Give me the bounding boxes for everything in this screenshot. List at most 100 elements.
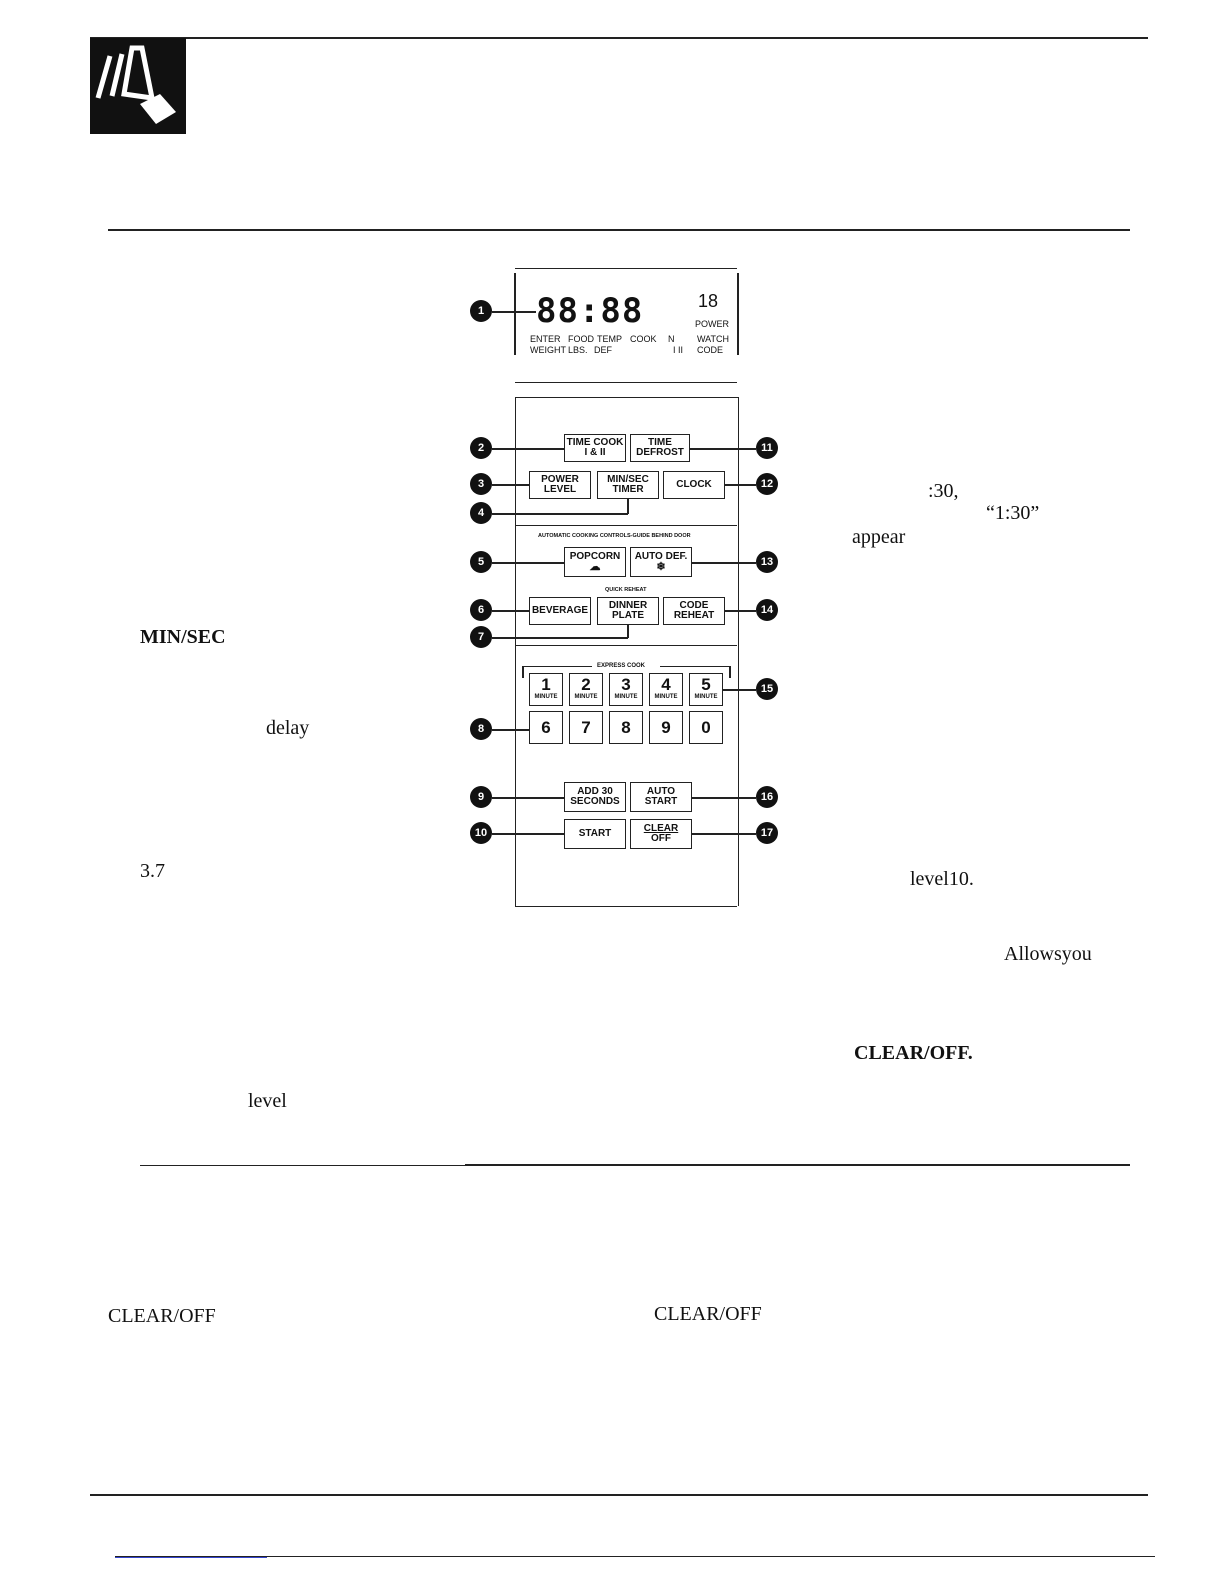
callout-2-leader <box>492 448 564 450</box>
add-30-seconds-button[interactable]: ADD 30 SECONDS <box>564 782 626 812</box>
right-text-clearoff: CLEAR/OFF. <box>854 1042 973 1064</box>
callout-7-leader <box>492 637 628 639</box>
digit-6-button[interactable]: 6 <box>529 711 563 744</box>
right-text-30: :30, <box>928 480 959 502</box>
code-reheat-label-1: CODE <box>679 600 709 611</box>
callout-5-leader <box>492 562 564 564</box>
code-reheat-label-2: REHEAT <box>673 610 715 621</box>
auto-def-label: AUTO DEF. <box>634 551 688 562</box>
code-reheat-button[interactable]: CODE REHEAT <box>663 597 725 625</box>
display-left-edge <box>514 273 516 355</box>
callout-3: 3 <box>470 473 492 495</box>
auto-cooking-label: AUTOMATIC COOKING CONTROLS-GUIDE BEHIND … <box>538 533 691 539</box>
quick-reheat-label: QUICK REHEAT <box>605 587 647 593</box>
dinner-plate-button[interactable]: DINNER PLATE <box>597 597 659 625</box>
callout-17-leader <box>692 833 756 835</box>
callout-15-leader <box>723 689 756 691</box>
express-cook-label: EXPRESS COOK <box>597 663 646 669</box>
right-text-130: “1:30” <box>986 502 1040 524</box>
callout-5: 5 <box>470 551 492 573</box>
clock-label: CLOCK <box>676 479 712 490</box>
beverage-button[interactable]: BEVERAGE <box>529 597 591 625</box>
auto-start-button[interactable]: AUTO START <box>630 782 692 812</box>
popcorn-label: POPCORN <box>569 551 621 562</box>
bottom-text-clearoff-right: CLEAR/OFF <box>654 1303 762 1325</box>
digit-7-button[interactable]: 7 <box>569 711 603 744</box>
display-label-def: DEF <box>594 345 612 355</box>
callout-1: 1 <box>470 300 492 322</box>
time-defrost-label-2: DEFROST <box>636 447 684 458</box>
digit-0-label: 0 <box>701 718 711 737</box>
panel-divider-1 <box>515 525 737 526</box>
callout-13-leader <box>692 562 756 564</box>
callout-4: 4 <box>470 502 492 524</box>
min-sec-timer-button[interactable]: MIN/SEC TIMER <box>597 471 659 499</box>
display-label-lbs: LBS. <box>568 345 588 355</box>
digit-8-label: 8 <box>621 718 631 737</box>
power-level-label-2: LEVEL <box>543 484 577 495</box>
footer-rule-bottom <box>115 1556 1155 1557</box>
express-cook-bracket-left <box>522 666 592 667</box>
express-cook-bracket-right <box>660 666 730 667</box>
popcorn-button[interactable]: POPCORN ☁ <box>564 547 626 577</box>
left-text-minsec: MIN/SEC <box>140 626 226 648</box>
clear-off-button[interactable]: CLEAR OFF <box>630 819 692 849</box>
clock-button[interactable]: CLOCK <box>663 471 725 499</box>
express-cook-bracket-right-edge <box>729 666 731 678</box>
display-power-digits: 18 <box>698 291 719 311</box>
time-cook-button[interactable]: TIME COOK I & II <box>564 434 626 462</box>
snowflake-icon: ❄ <box>656 561 666 573</box>
digit-9-button[interactable]: 9 <box>649 711 683 744</box>
left-text-delay: delay <box>266 717 310 739</box>
bottom-text-clearoff-left: CLEAR/OFF <box>108 1305 216 1327</box>
callout-16: 16 <box>756 786 778 808</box>
callout-14: 14 <box>756 599 778 621</box>
time-defrost-label-1: TIME <box>648 437 672 448</box>
callout-4-riser <box>627 499 629 514</box>
display-label-weight: WEIGHT <box>530 345 566 355</box>
time-defrost-button[interactable]: TIME DEFROST <box>630 434 690 462</box>
callout-7: 7 <box>470 626 492 648</box>
callout-12: 12 <box>756 473 778 495</box>
left-text-level: level <box>248 1090 287 1112</box>
min-sec-timer-label-2: TIMER <box>612 484 644 495</box>
lower-rule-right <box>465 1164 1130 1166</box>
display-label-i-ii: I II <box>673 345 684 355</box>
power-level-button[interactable]: POWER LEVEL <box>529 471 591 499</box>
power-level-label-1: POWER <box>541 474 579 485</box>
digit-0-button[interactable]: 0 <box>689 711 723 744</box>
digit-2-minute: MINUTE <box>574 694 598 700</box>
digit-8-button[interactable]: 8 <box>609 711 643 744</box>
digit-5-minute: MINUTE <box>694 694 718 700</box>
digit-1-label: 1 <box>541 675 551 694</box>
callout-9: 9 <box>470 786 492 808</box>
callout-14-leader <box>725 610 756 612</box>
callout-6: 6 <box>470 599 492 621</box>
left-text-37: 3.7 <box>140 860 165 882</box>
display-top-rule <box>515 268 737 269</box>
digit-3-label: 3 <box>621 675 631 694</box>
footer-rule-link <box>115 1557 267 1558</box>
section-rule <box>108 229 1130 231</box>
digit-1-minute: MINUTE <box>534 694 558 700</box>
add-30-label-2: SECONDS <box>570 796 620 807</box>
callout-11: 11 <box>756 437 778 459</box>
auto-def-button[interactable]: AUTO DEF. ❄ <box>630 547 692 577</box>
callout-7-riser <box>627 625 629 638</box>
callout-10: 10 <box>470 822 492 844</box>
callout-9-leader <box>492 797 564 799</box>
display-power-label: POWER <box>695 319 730 329</box>
digit-6-label: 6 <box>541 718 551 737</box>
start-button[interactable]: START <box>564 819 626 849</box>
display-label-temp: TEMP <box>597 334 623 344</box>
callout-8-leader <box>492 729 529 731</box>
callout-12-leader <box>725 484 756 486</box>
start-label: START <box>578 828 612 839</box>
popcorn-icon: ☁ <box>589 561 601 573</box>
clear-off-label-1: CLEAR <box>643 823 679 834</box>
